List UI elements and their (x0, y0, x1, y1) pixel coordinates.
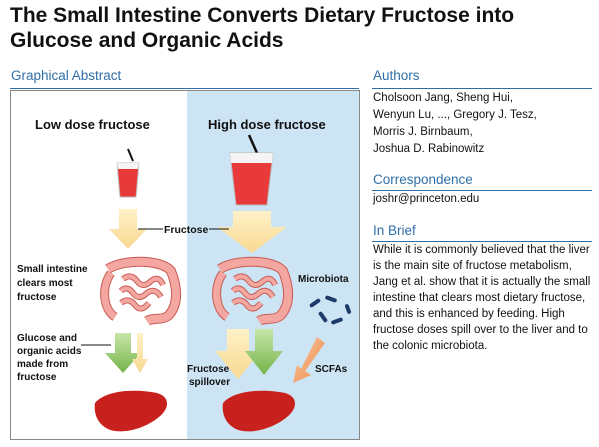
fructose-arrow-low-small (132, 333, 148, 373)
in-brief-text: While it is commonly believed that the l… (373, 244, 591, 352)
glucose-label: Glucose and organic acids made from fruc… (17, 333, 84, 383)
small-intestine-label: Small intestine clears most fructose (17, 264, 90, 303)
abstract-svg: Low dose fructose High dose fructose Fru… (11, 91, 359, 439)
graphical-abstract-figure: Low dose fructose High dose fructose Fru… (10, 90, 360, 440)
microbiota-icon (309, 295, 352, 325)
high-fructose-arrow (217, 211, 287, 253)
low-fructose-arrow (109, 209, 147, 249)
spillover-label: Fructose spillover (187, 364, 232, 388)
spillover-arrow (215, 329, 261, 379)
author-line-2: Wenyun Lu, ..., Gregory J. Tesz, (373, 109, 537, 121)
high-dose-label: High dose fructose (208, 117, 326, 132)
divider (10, 88, 359, 89)
small-intestine-high-icon (212, 256, 293, 326)
correspondence-heading: Correspondence (373, 172, 473, 187)
author-line-3: Morris J. Birnbaum, (373, 126, 473, 138)
authors-heading: Authors (373, 68, 420, 83)
title-line-1: The Small Intestine Converts Dietary Fru… (10, 4, 515, 27)
small-intestine-line-2: clears most (17, 278, 73, 289)
fructose-label: Fructose (164, 224, 209, 236)
spillover-line-2: spillover (189, 377, 230, 388)
small-intestine-line-3: fructose (17, 292, 57, 303)
scfas-label: SCFAs (315, 364, 348, 375)
liver-low-icon (94, 390, 167, 432)
author-line-4: Joshua D. Rabinowitz (373, 143, 485, 155)
glucose-arrow-high (245, 329, 283, 375)
glucose-line-3: made from (17, 359, 68, 370)
large-drink-icon (229, 134, 274, 206)
glucose-line-4: fructose (17, 372, 57, 383)
microbiota-label: Microbiota (298, 274, 349, 285)
liver-high-icon (222, 390, 295, 432)
small-intestine-low-icon (100, 256, 181, 326)
title-line-2: Glucose and Organic Acids (10, 29, 284, 52)
in-brief-heading: In Brief (373, 223, 416, 238)
glucose-line-2: organic acids (17, 346, 82, 357)
small-intestine-line-1: Small intestine (17, 264, 88, 275)
divider (372, 241, 592, 242)
divider (372, 88, 592, 89)
glucose-line-1: Glucose and (17, 333, 77, 344)
glucose-arrow-low (105, 333, 141, 373)
spillover-line-1: Fructose (187, 364, 230, 375)
correspondence-email[interactable]: joshr@princeton.edu (373, 193, 480, 205)
small-drink-icon (116, 148, 140, 198)
author-line-1: Cholsoon Jang, Sheng Hui, (373, 92, 514, 104)
divider (372, 190, 592, 191)
low-dose-label: Low dose fructose (35, 117, 150, 132)
scfa-arrow (293, 337, 325, 383)
graphical-abstract-heading: Graphical Abstract (11, 68, 122, 83)
paper-title: The Small Intestine Converts Dietary Fru… (10, 3, 590, 53)
